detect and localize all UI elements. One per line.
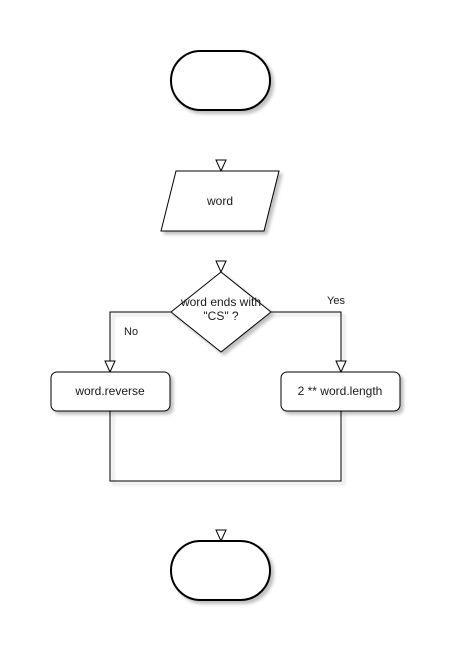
start-terminator (170, 50, 271, 111)
yes-edge-label: Yes (327, 295, 345, 307)
edge-no-to-merge (109, 411, 342, 482)
decision-diamond: word ends with "CS" ? (170, 271, 272, 353)
decision-label-line1: word ends with (180, 295, 261, 309)
connectors (104, 110, 347, 543)
input-parallelogram: word (160, 170, 280, 232)
arrow-no-branch (104, 360, 116, 374)
end-terminator (170, 540, 271, 601)
arrow-yes-branch (335, 360, 347, 374)
edge-no-branch (109, 311, 171, 361)
edge-yes-branch (271, 311, 342, 361)
decision-label-line2: "CS" ? (203, 309, 239, 323)
arrow-start-to-input (215, 159, 227, 173)
process-no: word.reverse (50, 371, 171, 412)
arrow-input-to-decision (215, 260, 227, 274)
process-yes: 2 ** word.length (280, 371, 401, 412)
input-label: word (206, 194, 233, 208)
no-edge-label: No (124, 326, 138, 338)
process-no-label: word.reverse (74, 384, 145, 398)
arrow-merge-to-end (215, 529, 227, 543)
process-yes-label: 2 ** word.length (298, 384, 383, 398)
